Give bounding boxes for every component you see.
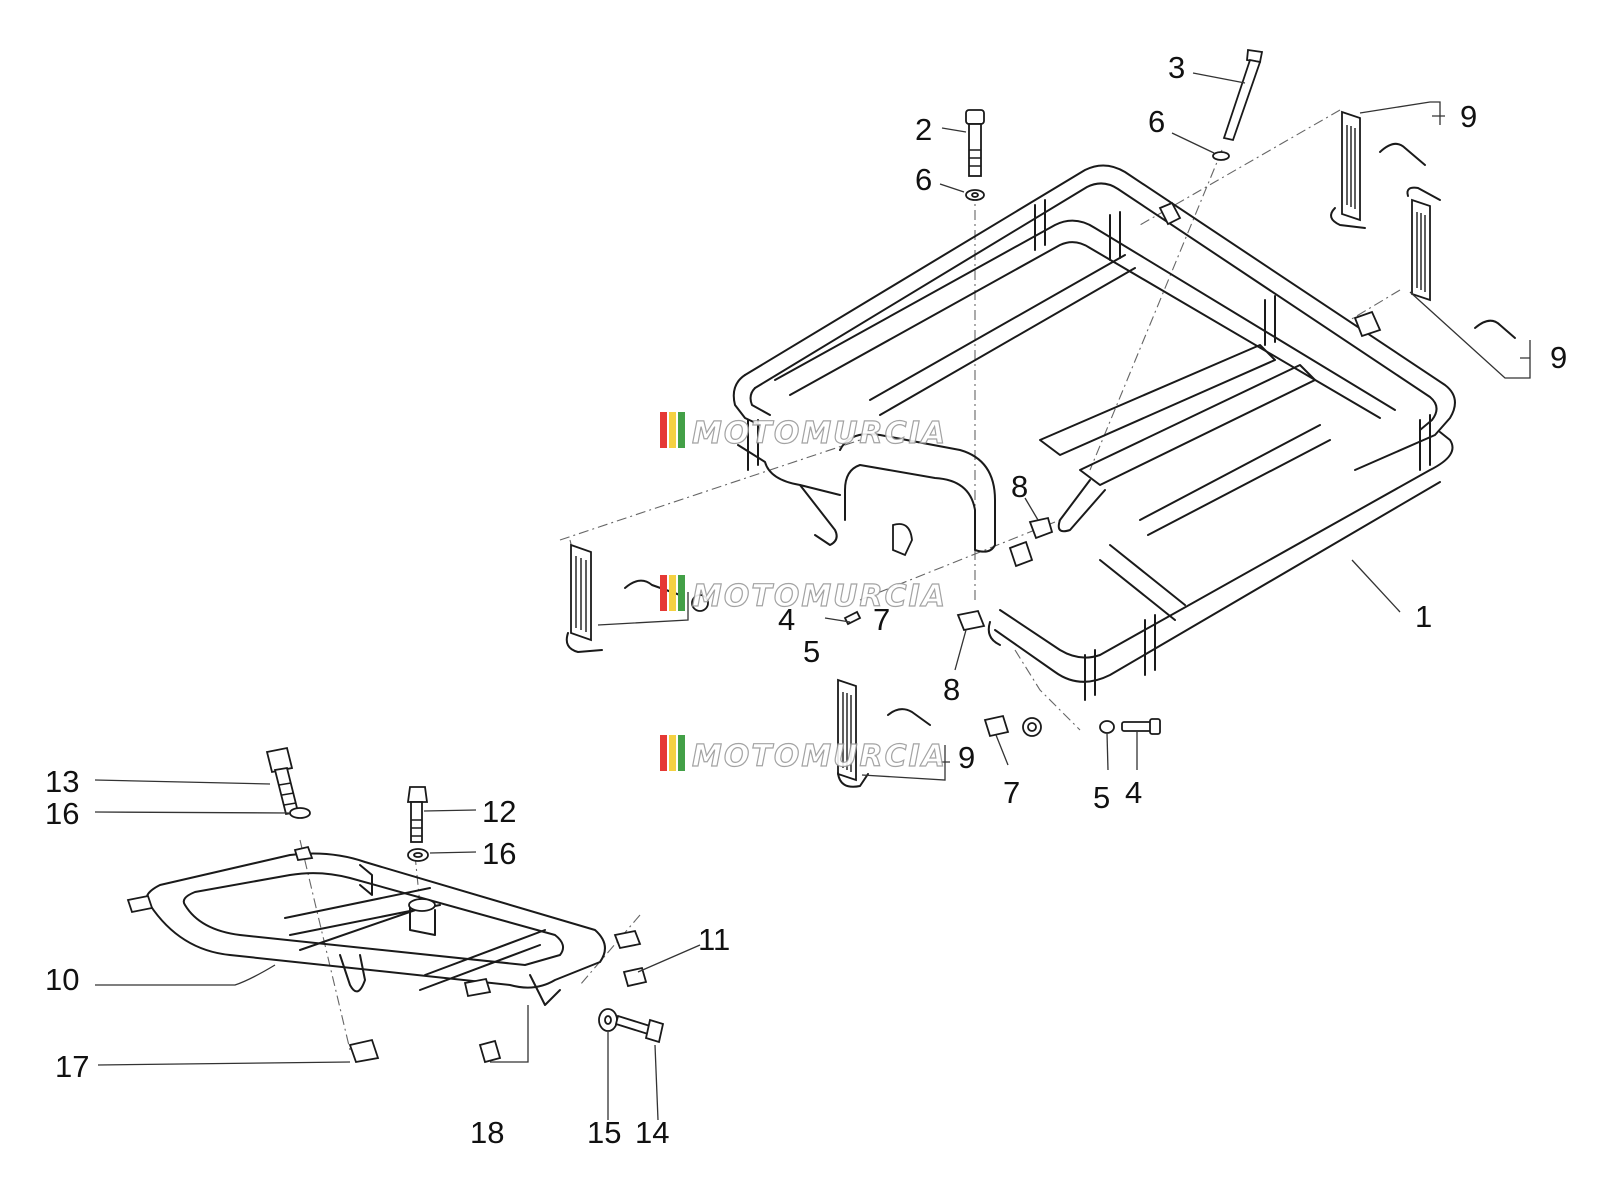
callout-14: 14 (635, 1115, 669, 1150)
callout-15: 15 (587, 1115, 621, 1150)
callout-5-left: 5 (803, 634, 820, 669)
bolt-4-right (1121, 718, 1161, 735)
watermark-stripe-green (678, 575, 685, 611)
watermark-stripe-green (678, 412, 685, 448)
callout-5-right: 5 (1093, 780, 1110, 815)
callout-3: 3 (1168, 50, 1185, 85)
callout-10: 10 (45, 962, 79, 997)
nut-7-left (691, 594, 709, 612)
watermark-text: MOTOMURCIA (692, 739, 947, 774)
watermark-1: MOTOMURCIA (660, 412, 947, 452)
callout-12: 12 (482, 794, 516, 829)
callout-7-right: 7 (1003, 775, 1020, 810)
watermark-stripe-red (660, 735, 667, 771)
callout-labels: 1 2 3 4 4 5 5 6 6 7 7 8 8 9 9 9 10 11 12… (45, 50, 1567, 1150)
nut-11 (622, 966, 648, 988)
luggage-rack (732, 164, 1456, 701)
watermark-stripe-green (678, 735, 685, 771)
bolt-2 (965, 109, 985, 177)
callout-16-right: 16 (482, 836, 516, 871)
clip-17 (348, 1038, 380, 1064)
callout-1: 1 (1415, 599, 1432, 634)
callout-9-top: 9 (1460, 99, 1477, 134)
callout-16-left: 16 (45, 796, 79, 831)
callout-13: 13 (45, 764, 79, 799)
washer-6-left (965, 189, 985, 201)
clip-18 (478, 1039, 502, 1064)
watermark-text: MOTOMURCIA (692, 579, 947, 614)
hook-clips (624, 142, 1516, 726)
bolt-14 (614, 1014, 665, 1044)
callout-9-right: 9 (1550, 340, 1567, 375)
watermark-stripe-red (660, 412, 667, 448)
strap-left (565, 543, 603, 653)
callout-4-right: 4 (1125, 775, 1142, 810)
washer-5-right (1099, 720, 1115, 734)
clip-8-lower (956, 609, 986, 632)
nut-7-right (983, 714, 1042, 738)
watermark-stripe-red (660, 575, 667, 611)
callout-6-left: 6 (915, 162, 932, 197)
clip-8-upper (1028, 516, 1054, 540)
washer-16-left (289, 807, 311, 819)
watermark-stripe-yellow (669, 735, 676, 771)
watermark-stripe-yellow (669, 575, 676, 611)
watermark-stripe-yellow (669, 412, 676, 448)
strap-bottom (837, 678, 869, 788)
washer-6-right (1212, 151, 1230, 161)
callout-6-right: 6 (1148, 104, 1165, 139)
watermark-2: MOTOMURCIA (660, 575, 947, 615)
callout-9-bottom: 9 (958, 740, 975, 775)
callout-8-upper: 8 (1011, 469, 1028, 504)
watermark-text: MOTOMURCIA (692, 416, 947, 451)
bolt-3 (1222, 48, 1264, 142)
callout-2: 2 (915, 112, 932, 147)
callout-8-lower: 8 (943, 672, 960, 707)
callout-11: 11 (698, 922, 730, 957)
callout-17: 17 (55, 1049, 89, 1084)
callout-7-left: 7 (873, 602, 890, 637)
leader-lines (94, 72, 1531, 1121)
watermark-3: MOTOMURCIA (660, 735, 947, 775)
washer-16-right (407, 848, 429, 862)
callout-4-left: 4 (778, 602, 795, 637)
bolt-12 (406, 786, 429, 843)
washer-15 (598, 1008, 618, 1032)
callout-18: 18 (470, 1115, 504, 1150)
strap-top-right-a (1330, 110, 1366, 229)
support-frame (126, 845, 642, 1006)
bolt-13 (265, 746, 300, 816)
strap-top-right-b (1406, 186, 1441, 302)
